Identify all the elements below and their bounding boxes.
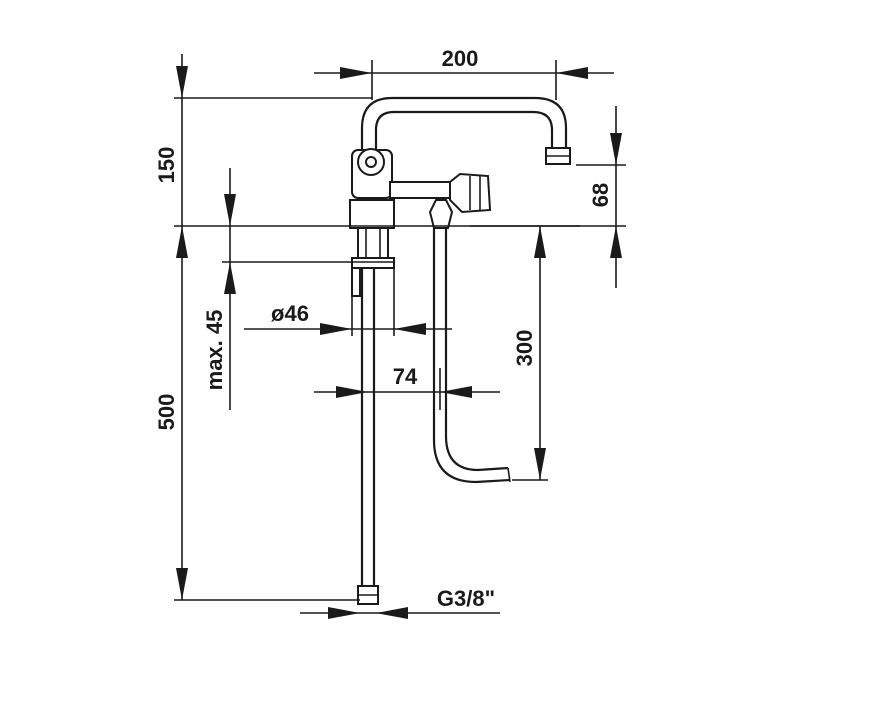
dimension-labels: 200 150 68 max. 45 ø46 74 300 500 G3/8" [154, 46, 613, 611]
label-hose-offset: 74 [393, 364, 418, 389]
hose-inner [444, 228, 509, 472]
label-deck-thickness: max. 45 [202, 310, 227, 391]
hose-connector [428, 199, 454, 229]
handle-arm [389, 181, 451, 199]
label-spout-reach: 200 [442, 46, 479, 71]
faucet-assembly [349, 96, 571, 605]
label-hose-drop: 300 [512, 330, 537, 367]
spout-pipe [360, 96, 568, 150]
dimension-lines [174, 54, 626, 619]
lock-nut [351, 257, 395, 269]
label-supply-length: 500 [154, 394, 179, 431]
label-shank-diameter: ø46 [271, 301, 309, 326]
fixing-pin [351, 267, 361, 297]
spout-pipe-inner [374, 110, 554, 150]
hose [432, 228, 511, 484]
label-outlet-drop: 68 [588, 183, 613, 207]
label-thread: G3/8" [437, 586, 495, 611]
label-spout-height: 150 [154, 147, 179, 184]
base-block [349, 199, 395, 229]
